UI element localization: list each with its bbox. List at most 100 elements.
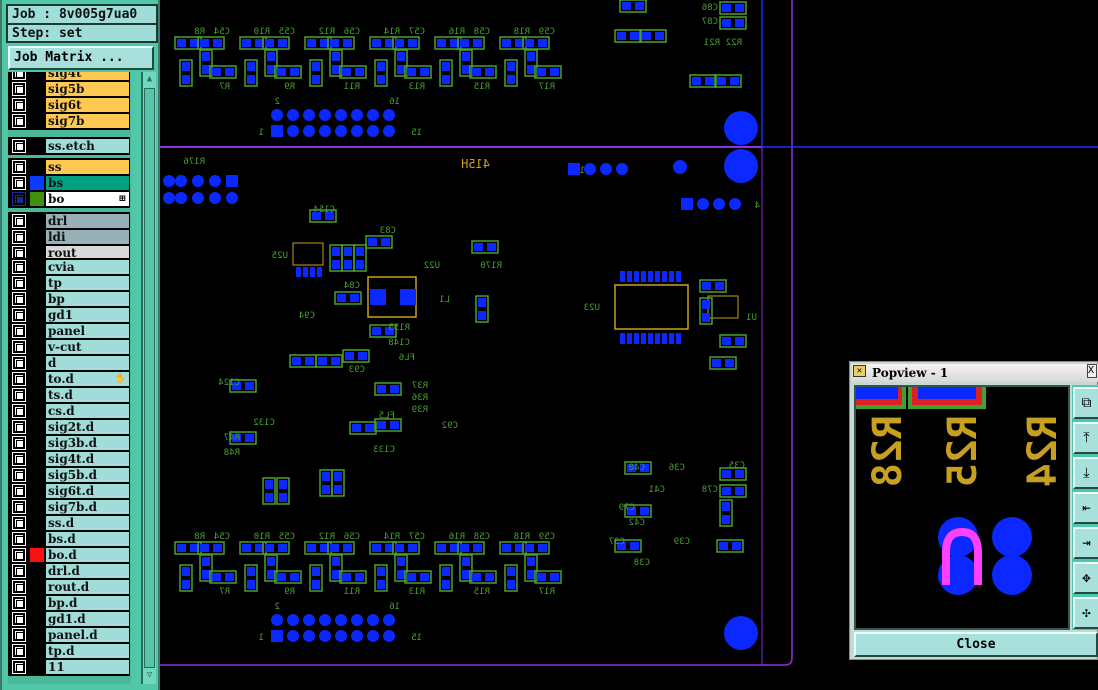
layer-name[interactable]: bs.d <box>46 532 129 546</box>
layer-row-drl.d[interactable]: drl.d <box>9 563 129 579</box>
layer-name[interactable]: sig7b <box>46 114 129 128</box>
layer-name[interactable]: panel <box>46 324 129 338</box>
layer-name[interactable]: bp.d <box>46 596 129 610</box>
layer-name[interactable]: v-cut <box>46 340 129 354</box>
layer-row-panel.d[interactable]: panel.d <box>9 627 129 643</box>
layer-checkbox[interactable] <box>12 420 26 434</box>
layer-row-sig7b[interactable]: sig7b <box>9 113 129 129</box>
layer-name[interactable]: drl.d <box>46 564 129 578</box>
pan-down-icon[interactable]: ⤓ <box>1073 457 1098 489</box>
layer-list-scrollbar[interactable]: ▲ ▽ <box>141 72 156 684</box>
layer-name[interactable]: sig4t <box>46 72 129 80</box>
layer-row-11[interactable]: 11 <box>9 659 129 675</box>
layer-name[interactable]: cvia <box>46 260 129 274</box>
layer-checkbox[interactable] <box>12 388 26 402</box>
layer-name[interactable]: sig7b.d <box>46 500 129 514</box>
layer-row-cs.d[interactable]: cs.d <box>9 403 129 419</box>
layer-checkbox[interactable] <box>12 98 26 112</box>
layer-checkbox[interactable] <box>12 292 26 306</box>
layer-color-swatch[interactable] <box>30 548 44 562</box>
pan-up-icon[interactable]: ⤒ <box>1073 422 1098 454</box>
layer-name[interactable]: bp <box>46 292 129 306</box>
layer-checkbox[interactable] <box>12 324 26 338</box>
layer-row-sig5b.d[interactable]: sig5b.d <box>9 467 129 483</box>
pan-right-icon[interactable]: ⇥ <box>1073 527 1098 559</box>
layer-checkbox[interactable] <box>12 548 26 562</box>
layer-name[interactable]: bs <box>46 176 129 190</box>
close-button[interactable]: Close <box>854 632 1098 657</box>
layer-row-ss.d[interactable]: ss.d <box>9 515 129 531</box>
layer-color-swatch[interactable] <box>30 192 44 206</box>
pan-left-icon[interactable]: ⇤ <box>1073 492 1098 524</box>
layer-name[interactable]: ts.d <box>46 388 129 402</box>
layer-row-ss.etch[interactable]: ss.etch <box>9 138 129 154</box>
scroll-thumb[interactable] <box>144 88 155 668</box>
layer-checkbox[interactable] <box>12 214 26 228</box>
layer-checkbox[interactable] <box>12 340 26 354</box>
layer-checkbox[interactable] <box>12 580 26 594</box>
layer-checkbox[interactable] <box>12 644 26 658</box>
zoom-fit-icon[interactable]: ⧉ <box>1073 387 1098 419</box>
layer-checkbox[interactable] <box>12 176 26 190</box>
layer-row-bs.d[interactable]: bs.d <box>9 531 129 547</box>
layer-name[interactable]: 11 <box>46 660 129 674</box>
scroll-down-icon[interactable]: ▽ <box>146 670 153 680</box>
layer-row-bp[interactable]: bp <box>9 291 129 307</box>
layer-name[interactable]: to.d✋ <box>46 372 129 386</box>
layer-name[interactable]: sig2t.d <box>46 420 129 434</box>
layer-name[interactable]: sig5b.d <box>46 468 129 482</box>
layer-name[interactable]: sig5b <box>46 82 129 96</box>
layer-name[interactable]: sig6t <box>46 98 129 112</box>
layer-row-ldi[interactable]: ldi <box>9 229 129 245</box>
zoom-out-icon[interactable]: ✥ <box>1073 562 1098 594</box>
layer-name[interactable]: sig6t.d <box>46 484 129 498</box>
layer-checkbox[interactable] <box>12 436 26 450</box>
layer-row-sig5b[interactable]: sig5b <box>9 81 129 97</box>
layer-row-sig3b.d[interactable]: sig3b.d <box>9 435 129 451</box>
layer-name[interactable]: d <box>46 356 129 370</box>
layer-row-gd1[interactable]: gd1 <box>9 307 129 323</box>
layer-row-cvia[interactable]: cvia <box>9 259 129 275</box>
layer-checkbox[interactable] <box>12 404 26 418</box>
layer-row-sig4t[interactable]: sig4t <box>9 72 129 81</box>
layer-row-bo[interactable]: bo⊞ <box>9 191 129 207</box>
layer-checkbox[interactable] <box>12 516 26 530</box>
layer-name[interactable]: bo⊞ <box>46 192 129 206</box>
layer-checkbox[interactable] <box>12 72 26 80</box>
layer-checkbox[interactable] <box>12 372 26 386</box>
layer-checkbox[interactable] <box>12 356 26 370</box>
zoom-in-icon[interactable]: ✣ <box>1073 597 1098 629</box>
layer-row-ss[interactable]: ss <box>9 159 129 175</box>
job-matrix-button[interactable]: Job Matrix ... <box>8 46 154 70</box>
layer-checkbox[interactable] <box>12 612 26 626</box>
layer-checkbox[interactable] <box>12 628 26 642</box>
layer-name[interactable]: tp <box>46 276 129 290</box>
layer-row-sig6t[interactable]: sig6t <box>9 97 129 113</box>
layer-name[interactable]: panel.d <box>46 628 129 642</box>
layer-name[interactable]: ss <box>46 160 129 174</box>
layer-checkbox[interactable] <box>12 230 26 244</box>
layer-row-v-cut[interactable]: v-cut <box>9 339 129 355</box>
layer-checkbox[interactable] <box>12 139 26 153</box>
layer-row-sig2t.d[interactable]: sig2t.d <box>9 419 129 435</box>
layer-row-gd1.d[interactable]: gd1.d <box>9 611 129 627</box>
layer-checkbox[interactable] <box>12 192 26 206</box>
layer-row-sig6t.d[interactable]: sig6t.d <box>9 483 129 499</box>
layer-row-drl[interactable]: drl <box>9 213 129 229</box>
layer-name[interactable]: ss.etch <box>46 139 129 153</box>
layer-row-rout.d[interactable]: rout.d <box>9 579 129 595</box>
layer-name[interactable]: gd1 <box>46 308 129 322</box>
layer-checkbox[interactable] <box>12 114 26 128</box>
layer-row-bs[interactable]: bs <box>9 175 129 191</box>
layer-checkbox[interactable] <box>12 564 26 578</box>
layer-row-d[interactable]: d <box>9 355 129 371</box>
layer-row-to.d[interactable]: to.d✋ <box>9 371 129 387</box>
layer-name[interactable]: gd1.d <box>46 612 129 626</box>
layer-name[interactable]: rout.d <box>46 580 129 594</box>
layer-name[interactable]: bo.d <box>46 548 129 562</box>
layer-row-tp.d[interactable]: tp.d <box>9 643 129 659</box>
layer-name[interactable]: tp.d <box>46 644 129 658</box>
layer-row-bo.d[interactable]: bo.d <box>9 547 129 563</box>
